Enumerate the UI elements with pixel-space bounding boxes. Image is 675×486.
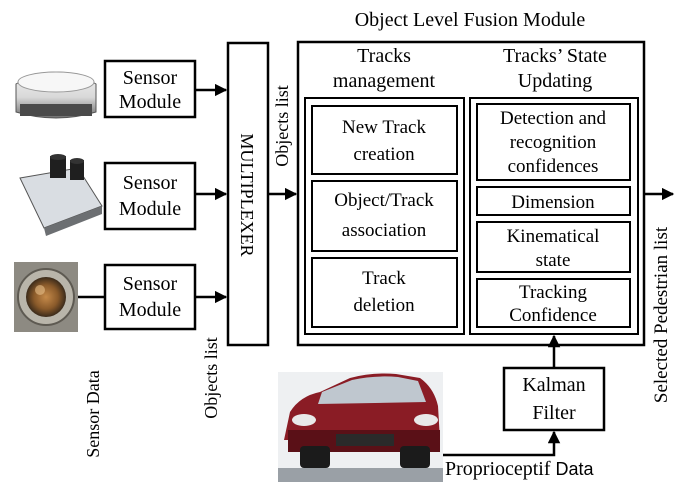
track-deletion-line1: Track <box>362 268 406 289</box>
new-track-creation-box: New Track creation <box>311 105 458 175</box>
dimension-line1: Dimension <box>511 192 595 213</box>
kinematical-state-line1: Kinematical <box>507 226 600 247</box>
new-track-creation-line1: New Track <box>342 117 426 138</box>
detection-recognition-line1: Detection and <box>500 108 607 129</box>
output-label: Selected Pedestrian list <box>651 226 672 403</box>
object-track-association-line2: association <box>342 220 427 241</box>
tracks-state-title-line1: Tracks’ State <box>503 45 607 67</box>
kalman-filter-box: Kalman Filter <box>502 366 606 432</box>
detection-recognition-line3: confidences <box>508 156 599 177</box>
sensor-module-3: Sensor Module <box>103 263 197 331</box>
sensor-module-2: Sensor Module <box>103 161 197 231</box>
sensor-module-1-label-line1: Sensor <box>123 67 178 89</box>
sensor-module-2-label-line2: Module <box>119 198 181 220</box>
tracking-confidence-box: Tracking Confidence <box>476 278 631 328</box>
tracking-confidence-line2: Confidence <box>509 305 597 326</box>
objects-list-label: Objects list <box>201 337 221 419</box>
track-deletion-line2: deletion <box>353 295 415 316</box>
laser-scanner-image <box>14 60 98 120</box>
mux-output-objects-list-label: Objects list <box>272 85 292 167</box>
object-track-association-box: Object/Track association <box>311 180 458 252</box>
proprioceptive-word: Proprioceptif <box>445 458 551 480</box>
kalman-filter-line1: Kalman <box>522 374 585 396</box>
sensor-module-3-label-line2: Module <box>119 299 181 321</box>
tracks-state-title-line2: Updating <box>518 70 592 92</box>
sensor-module-1: Sensor Module <box>103 59 197 119</box>
car-image <box>278 372 443 482</box>
object-track-association-line1: Object/Track <box>334 190 434 211</box>
kalman-filter-line2: Filter <box>532 402 576 424</box>
radar-sensor-image <box>19 154 103 236</box>
proprioceptive-data-word: Data <box>556 459 595 479</box>
dimension-box: Dimension <box>476 186 631 216</box>
tracks-management-title-line2: management <box>333 70 436 92</box>
sensor-module-2-label-line1: Sensor <box>123 172 178 194</box>
tracks-management-title-line1: Tracks <box>357 45 411 67</box>
sensor-module-3-label-line1: Sensor <box>123 273 178 295</box>
sensor-data-label: Sensor Data <box>83 370 103 457</box>
kinematical-state-line2: state <box>536 250 571 271</box>
detection-recognition-line2: recognition <box>510 132 597 153</box>
proprioceptive-connector <box>440 430 561 457</box>
module-title: Object Level Fusion Module <box>355 9 586 31</box>
tracking-confidence-line1: Tracking <box>519 282 587 303</box>
track-deletion-box: Track deletion <box>311 257 458 328</box>
new-track-creation-line2: creation <box>353 144 415 165</box>
sensor-module-1-label-line2: Module <box>119 91 181 113</box>
camera-lens-image <box>14 262 78 332</box>
kinematical-state-box: Kinematical state <box>476 221 631 273</box>
multiplexer: MULTIPLEXER <box>226 41 270 347</box>
detection-recognition-box: Detection and recognition confidences <box>476 103 631 181</box>
multiplexer-label: MULTIPLEXER <box>237 133 257 256</box>
